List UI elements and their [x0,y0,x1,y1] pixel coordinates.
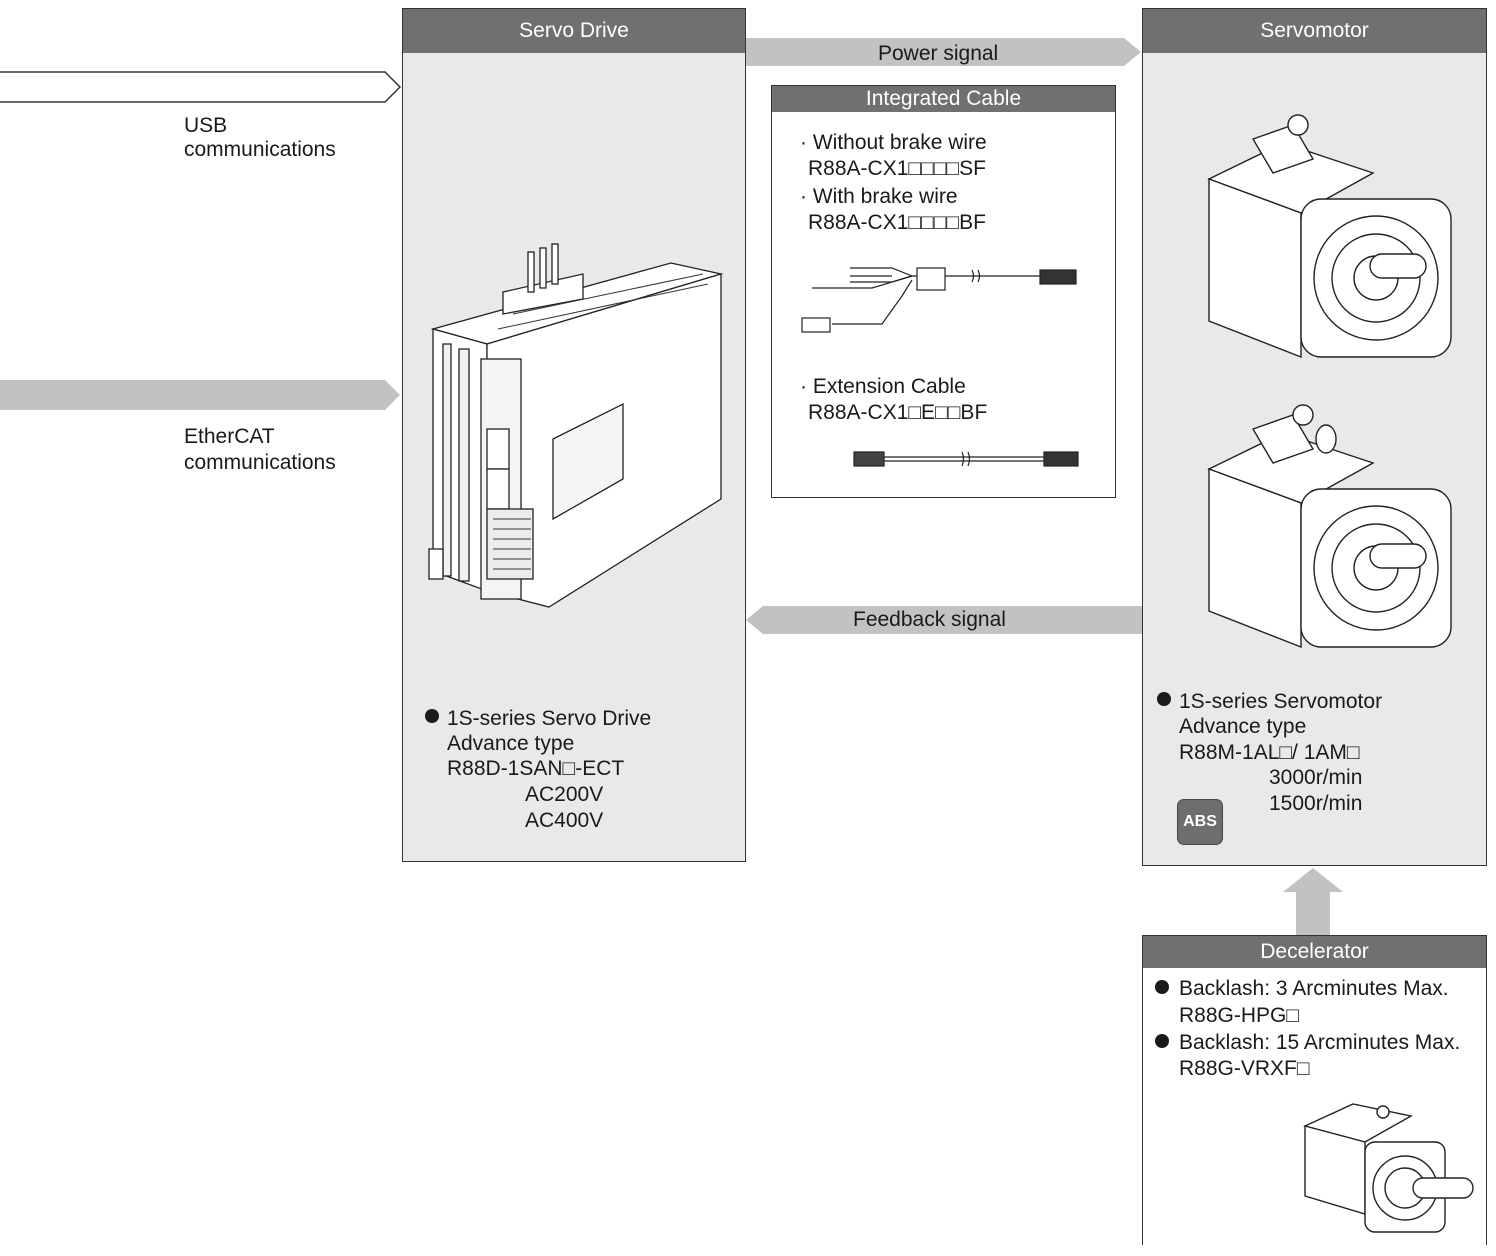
servo-drive-title: Servo Drive [403,9,745,53]
servo-drive-desc-line4: AC200V [525,783,604,806]
usb-label-line1: USB [184,114,228,137]
servomotor-illustration-1 [1207,114,1452,359]
decelerator-illustration [1302,1103,1474,1233]
decelerator-item1-line1: Backlash: 3 Arcminutes Max. [1179,977,1449,1000]
decelerator-up-arrow [1283,868,1343,935]
servomotor-desc-line4: 3000r/min [1269,766,1363,789]
power-signal-label: Power signal [878,42,999,65]
ethercat-label-line2: communications [184,451,336,474]
servomotor-desc-line1: 1S-series Servomotor [1179,690,1383,713]
servomotor-illustration-2 [1207,404,1452,649]
cable-item2-line1: · With brake wire [800,185,958,208]
servomotor-title: Servomotor [1143,9,1486,53]
servo-drive-desc-line2: Advance type [447,732,575,755]
servomotor-bullet [1157,692,1171,706]
integrated-cable-title: Integrated Cable [772,86,1115,112]
decelerator-item1-line2: R88G-HPG□ [1179,1004,1300,1027]
cable-item2-line2: R88A-CX1□□□□BF [808,211,986,234]
decelerator-title: Decelerator [1143,936,1486,968]
cable-item3-line1: · Extension Cable [800,375,966,398]
servomotor-desc-line3: R88M-1AL□/ 1AM□ [1179,741,1360,764]
cable-item1-line1: · Without brake wire [800,131,987,154]
servomotor-desc-line2: Advance type [1179,715,1307,738]
decelerator-item2-line1: Backlash: 15 Arcminutes Max. [1179,1031,1461,1054]
servo-drive-desc-line1: 1S-series Servo Drive [447,707,652,730]
servomotor-desc-line5: 1500r/min [1269,792,1363,815]
decelerator-panel: Decelerator Backlash: 3 Arcminutes Max. … [1142,935,1487,1245]
feedback-signal-label: Feedback signal [853,608,1006,631]
cable-item1-line2: R88A-CX1□□□□SF [808,157,986,180]
decelerator-item2-line2: R88G-VRXF□ [1179,1057,1310,1080]
ethercat-arrow [0,380,400,410]
extension-cable-illustration [853,451,1079,467]
abs-badge: ABS [1177,799,1223,845]
usb-label-line2: communications [184,138,336,161]
decelerator-bullet-1 [1155,980,1169,994]
servo-drive-desc-line5: AC400V [525,809,604,832]
integrated-cable-illustration [801,267,1077,333]
ethercat-label-line1: EtherCAT [184,425,275,448]
cable-item3-line2: R88A-CX1□E□□BF [808,401,988,424]
servomotor-panel: Servomotor 1S-series Servom [1142,8,1487,866]
servo-drive-bullet [425,709,439,723]
integrated-cable-box: Integrated Cable · Without brake wire R8… [771,85,1116,498]
decelerator-bullet-2 [1155,1034,1169,1048]
servo-drive-panel: Servo Drive [402,8,746,862]
servo-drive-desc-line3: R88D-1SAN□-ECT [447,757,625,780]
servo-drive-illustration [428,243,724,608]
